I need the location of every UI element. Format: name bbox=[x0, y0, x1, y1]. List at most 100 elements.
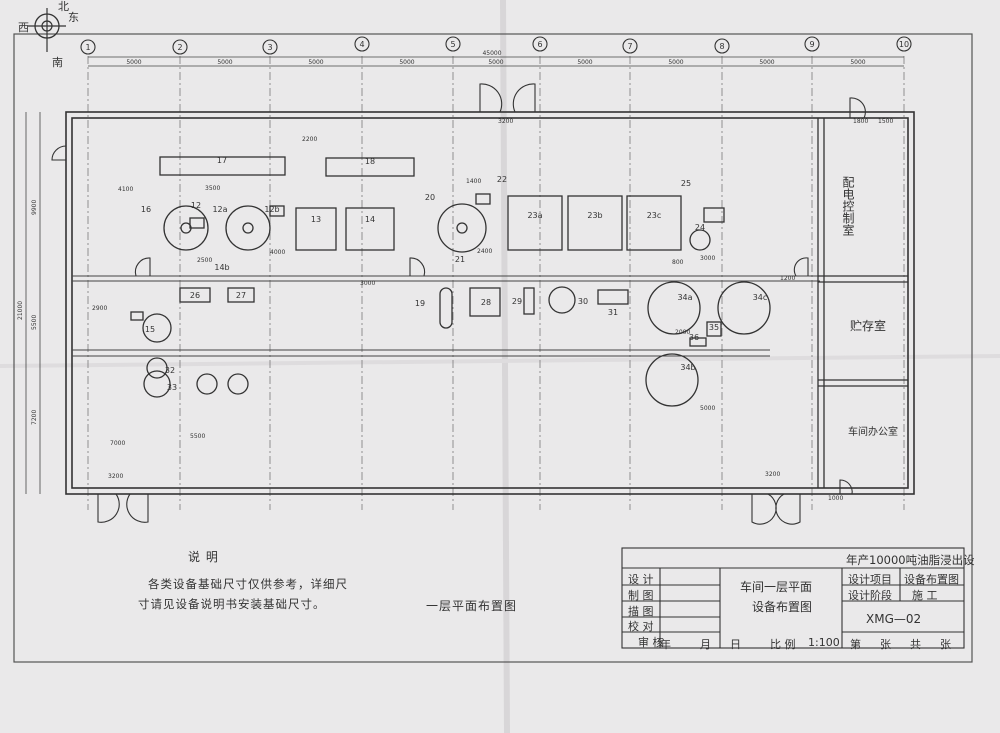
dim-misc: 7000 bbox=[110, 440, 125, 447]
tb-scale-label: 比 例 bbox=[770, 638, 796, 651]
label-34a: 34a bbox=[677, 293, 692, 302]
left-dimension-lines bbox=[25, 112, 41, 494]
tb-sheet: 共 bbox=[910, 638, 921, 651]
equipment-24 bbox=[689, 229, 711, 251]
tb-role: 校 对 bbox=[628, 620, 654, 633]
label-31: 31 bbox=[608, 308, 618, 317]
dim-right-2: 1500 bbox=[878, 118, 893, 125]
room-power-control: 配电控制室 bbox=[841, 176, 855, 236]
dim-misc: 4100 bbox=[118, 186, 133, 193]
label-34c: 34c bbox=[753, 293, 768, 302]
equipment-35 bbox=[706, 321, 722, 337]
label-27: 27 bbox=[236, 291, 246, 300]
tb-sheet: 张 bbox=[940, 638, 951, 651]
dim-bay: 5000 bbox=[668, 59, 683, 66]
axis-label-4: 4 bbox=[359, 40, 364, 49]
label-26: 26 bbox=[190, 291, 200, 300]
tb-design-item-label: 设计项目 bbox=[848, 573, 892, 586]
axis-label-8: 8 bbox=[719, 42, 724, 51]
label-20: 20 bbox=[425, 193, 435, 202]
equipment-34c bbox=[717, 281, 771, 335]
notes-line-1: 各类设备基础尺寸仅供参考，详细尺 bbox=[148, 577, 348, 591]
dim-misc: 2400 bbox=[477, 248, 492, 255]
label-14b: 14b bbox=[214, 263, 229, 272]
equipment-15 bbox=[142, 313, 172, 343]
tb-title-2: 设备布置图 bbox=[752, 600, 813, 614]
dim-misc: 2500 bbox=[197, 257, 212, 264]
label-23b: 23b bbox=[587, 211, 602, 220]
tb-design-item-value: 设备布置图 bbox=[904, 573, 959, 586]
label-22: 22 bbox=[497, 175, 507, 184]
axis-label-2: 2 bbox=[177, 43, 182, 52]
tb-design-stage-label: 设计阶段 bbox=[848, 589, 892, 602]
axis-label-5: 5 bbox=[450, 40, 455, 49]
dim-misc: 3000 bbox=[360, 280, 375, 287]
tb-drawing-number: XMG—02 bbox=[866, 612, 922, 626]
equipment-36 bbox=[689, 337, 707, 347]
equipment-12b-core bbox=[242, 222, 254, 234]
equipment-27 bbox=[227, 287, 255, 303]
label-12a: 12a bbox=[212, 205, 227, 214]
top-dimension-lines bbox=[88, 56, 904, 67]
dim-door: 3200 bbox=[498, 118, 513, 125]
axis-gridlines bbox=[87, 56, 905, 510]
label-23c: 23c bbox=[647, 211, 662, 220]
axis-label-10: 10 bbox=[899, 40, 909, 49]
compass-west: 西 bbox=[18, 21, 29, 34]
equipment-23a bbox=[507, 195, 563, 251]
door-icon bbox=[51, 83, 866, 525]
tb-role: 描 图 bbox=[628, 605, 654, 618]
notes-heading: 说 明 bbox=[188, 550, 219, 564]
tb-title-1: 车间一层平面 bbox=[740, 580, 813, 594]
dim-misc: 5000 bbox=[700, 405, 715, 412]
dim-bay: 5000 bbox=[850, 59, 865, 66]
equipment-29 bbox=[523, 287, 535, 315]
label-35: 35 bbox=[709, 323, 719, 332]
tb-role: 制 图 bbox=[628, 589, 654, 602]
equipment-17 bbox=[159, 156, 286, 176]
dim-right-1: 1800 bbox=[853, 118, 868, 125]
label-28: 28 bbox=[481, 298, 491, 307]
label-12: 12 bbox=[191, 201, 201, 210]
equipment-14 bbox=[345, 207, 395, 251]
tb-scale-value: 1:100 bbox=[808, 636, 840, 649]
dim-misc: 800 bbox=[672, 259, 684, 266]
dim-misc: 1200 bbox=[780, 275, 795, 282]
dim-misc: 3500 bbox=[205, 185, 220, 192]
equipment-18 bbox=[325, 157, 415, 177]
building-walls bbox=[65, 111, 915, 495]
equipment-22 bbox=[227, 373, 249, 395]
notes-line-2: 寸请见设备说明书安装基础尺寸。 bbox=[138, 597, 326, 611]
equipment-32 bbox=[146, 357, 168, 379]
dim-misc: 5500 bbox=[190, 433, 205, 440]
label-30: 30 bbox=[578, 297, 588, 306]
label-29: 29 bbox=[512, 297, 522, 306]
equipment-34a bbox=[647, 281, 701, 335]
equipment-34b bbox=[645, 353, 699, 407]
dim-left-2: 5500 bbox=[31, 315, 38, 330]
axis-label-3: 3 bbox=[267, 43, 272, 52]
equipment-14b bbox=[269, 205, 285, 217]
equipment-21 bbox=[437, 203, 487, 253]
right-rooms bbox=[817, 118, 908, 488]
label-18: 18 bbox=[365, 157, 375, 166]
equipment-12a bbox=[163, 205, 209, 251]
title-block bbox=[621, 547, 965, 649]
label-25: 25 bbox=[681, 179, 691, 188]
dim-left-height: 21000 bbox=[17, 301, 24, 320]
tb-date-day: 日 bbox=[730, 638, 741, 651]
label-13: 13 bbox=[311, 215, 321, 224]
equipment-12 bbox=[189, 217, 205, 229]
compass-north: 北 bbox=[58, 0, 69, 13]
tb-design-stage-value: 施 工 bbox=[912, 589, 938, 602]
dim-room-w: 3200 bbox=[765, 471, 780, 478]
dim-misc: 2200 bbox=[302, 136, 317, 143]
axis-label-1: 1 bbox=[85, 43, 90, 52]
sheet-border bbox=[13, 33, 973, 663]
equipment-20 bbox=[196, 373, 218, 395]
equipment-16 bbox=[130, 311, 144, 321]
dim-bay: 5000 bbox=[126, 59, 141, 66]
equipment-33 bbox=[143, 370, 171, 398]
dim-misc: 3000 bbox=[700, 255, 715, 262]
